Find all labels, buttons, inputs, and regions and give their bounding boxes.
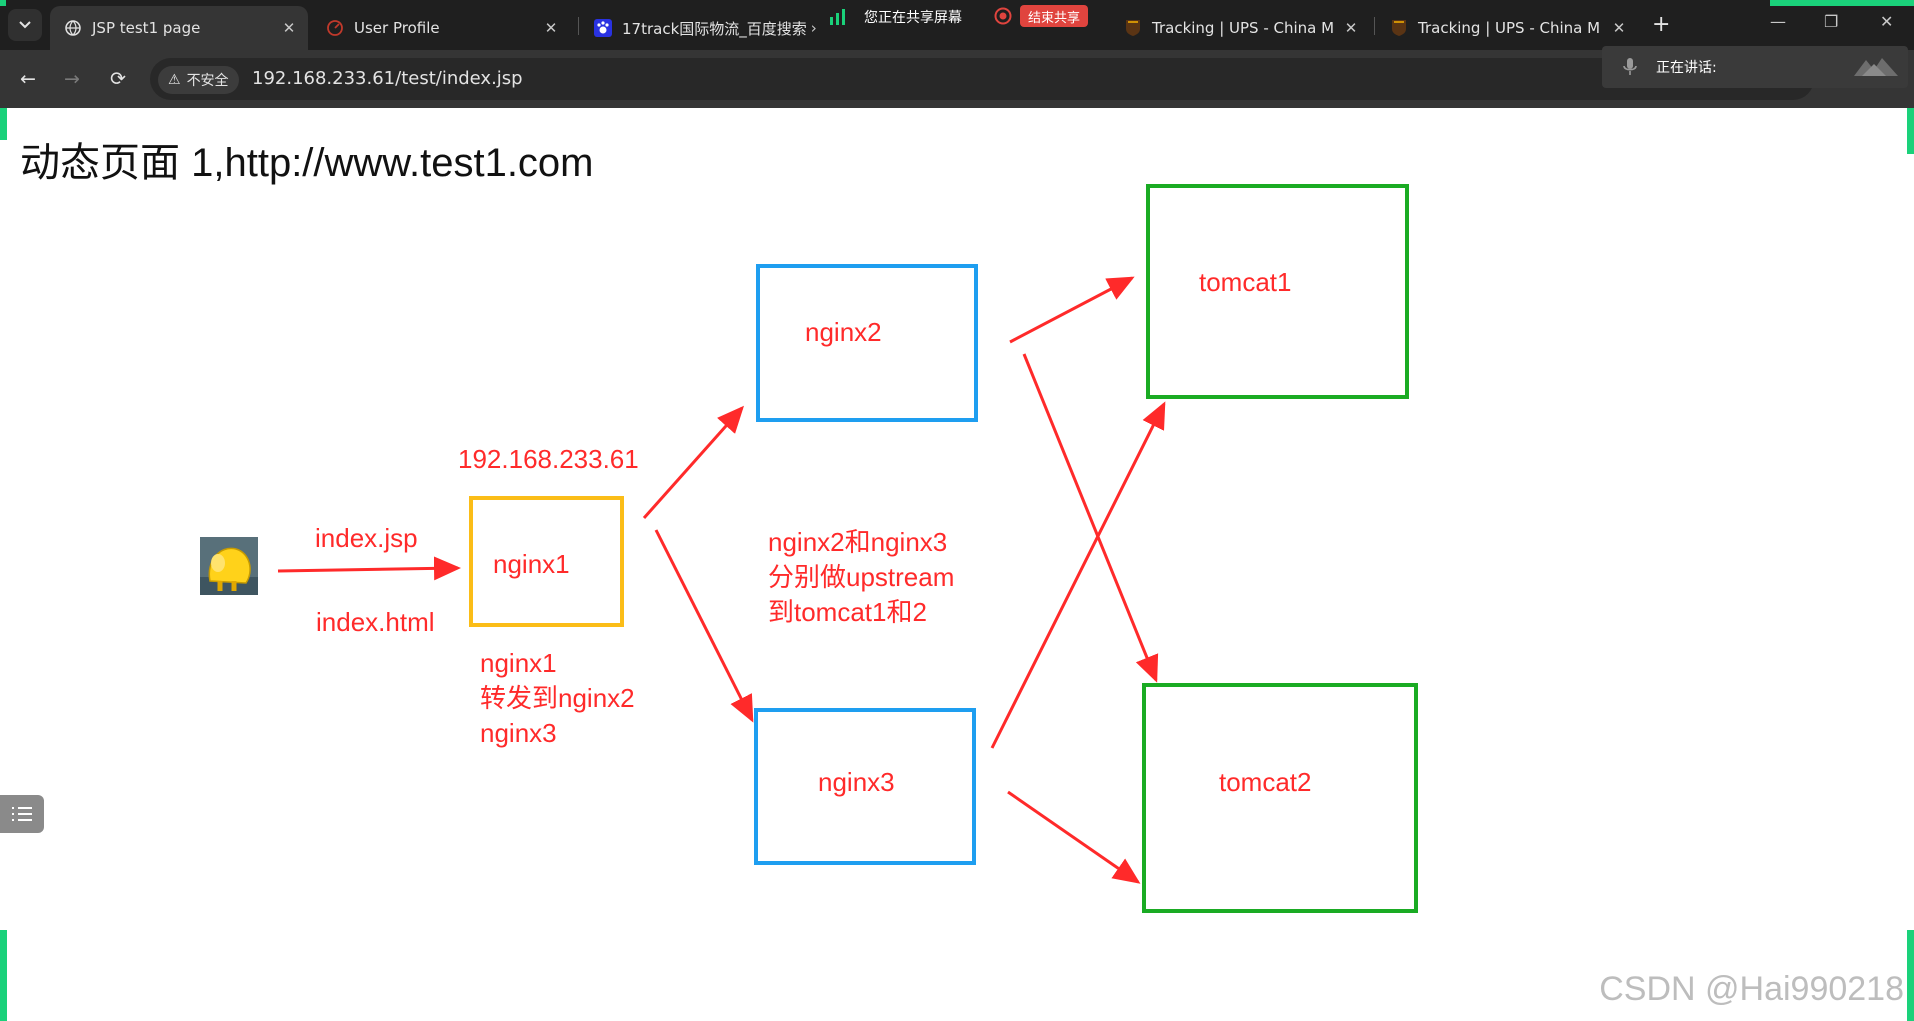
list-icon <box>12 807 32 821</box>
node-tomcat1-label: tomcat1 <box>1199 267 1292 297</box>
arrow-nginx2-to-tomcat2 <box>1022 353 1159 683</box>
record-icon <box>994 7 1012 25</box>
address-bar[interactable] <box>150 58 1814 100</box>
tab-label: 17track国际物流_百度搜索 <box>622 19 807 38</box>
node-tomcat2 <box>1142 683 1418 913</box>
profile-gauge-icon <box>326 19 344 37</box>
close-window-icon[interactable]: ✕ <box>1880 12 1894 31</box>
share-status-text: 您正在共享屏幕 <box>864 10 962 26</box>
baidu-paw-icon <box>594 19 612 37</box>
arrow-client-to-nginx1 <box>277 556 461 581</box>
tab-jsp-test1[interactable]: JSP test1 page ✕ <box>50 6 308 50</box>
node-tomcat1 <box>1146 184 1409 399</box>
minimize-icon[interactable]: — <box>1770 12 1786 31</box>
page-heading: 动态页面 1,http://www.test1.com <box>20 141 594 185</box>
note-upstream-line-3: 到tomcat1和2 <box>768 597 927 627</box>
note-forward-line-2: 转发到nginx2 <box>480 683 635 713</box>
watermark: CSDN @Hai990218 <box>1599 970 1904 1008</box>
tab-separator <box>1374 17 1375 35</box>
forward-button[interactable]: → <box>64 68 80 90</box>
url-text[interactable]: 192.168.233.61/test/index.jsp <box>252 68 523 89</box>
node-nginx3-label: nginx3 <box>818 767 895 797</box>
arrow-nginx1-to-nginx2 <box>642 405 744 519</box>
tab-baidu-search[interactable]: 17track国际物流_百度搜索 › <box>580 6 820 50</box>
speaking-indicator: 正在讲话: <box>1602 46 1908 88</box>
share-border-left-top <box>0 108 7 140</box>
close-icon[interactable]: ✕ <box>282 19 296 37</box>
tab-label: JSP test1 page <box>92 19 201 37</box>
note-forward-line-1: nginx1 <box>480 648 557 678</box>
globe-icon <box>64 19 82 37</box>
diagram-arrows <box>277 276 1166 884</box>
chevron-down-icon <box>19 21 31 29</box>
arrow-nginx3-to-tomcat2 <box>1007 790 1141 884</box>
request-html-label: index.html <box>316 607 435 637</box>
share-border-right-bottom <box>1907 930 1914 1021</box>
new-tab-button[interactable]: + <box>1652 12 1671 37</box>
share-border-left-bottom <box>0 930 7 1021</box>
security-label: 不安全 <box>186 73 229 89</box>
speaking-label: 正在讲话: <box>1656 60 1717 76</box>
tab-search-button[interactable] <box>8 9 42 41</box>
arrow-nginx3-to-tomcat1 <box>990 401 1166 749</box>
tab-ups-tracking-2[interactable]: Tracking | UPS - China M ✕ <box>1376 6 1638 50</box>
tab-user-profile[interactable]: User Profile ✕ <box>312 6 570 50</box>
node-nginx1 <box>469 496 624 627</box>
share-border-right <box>1770 0 1914 6</box>
note-upstream-line-1: nginx2和nginx3 <box>768 527 948 557</box>
tab-label: User Profile <box>354 19 440 37</box>
stop-sharing-button[interactable]: 结束共享 <box>1020 5 1089 27</box>
client-avatar <box>200 537 258 595</box>
share-border-left <box>0 0 6 6</box>
arrow-nginx1-to-nginx3 <box>654 529 754 723</box>
screen-share-indicator: 您正在共享屏幕 <box>828 4 962 30</box>
close-icon[interactable]: ✕ <box>1344 19 1358 37</box>
note-upstream-line-2: 分别做upstream <box>768 562 955 592</box>
arrow-nginx2-to-tomcat1 <box>1009 276 1135 344</box>
tab-ups-tracking-1[interactable]: Tracking | UPS - China M ✕ <box>1110 6 1370 50</box>
client-user-icon <box>200 547 258 595</box>
tab-strip: JSP test1 page ✕ User Profile ✕ 17track国… <box>0 0 1914 50</box>
ups-logo-icon <box>1390 19 1408 37</box>
close-icon[interactable]: ✕ <box>1612 19 1626 37</box>
node-nginx1-label: nginx1 <box>493 549 570 579</box>
node-nginx3 <box>754 708 976 865</box>
share-border-right-top <box>1907 108 1914 154</box>
node-tomcat2-label: tomcat2 <box>1219 767 1312 797</box>
request-jsp-label: index.jsp <box>315 523 418 553</box>
ip-label: 192.168.233.61 <box>458 444 639 474</box>
note-forward-line-3: nginx3 <box>480 718 557 748</box>
close-icon[interactable]: ✕ <box>544 19 558 37</box>
node-nginx2-label: nginx2 <box>805 317 882 347</box>
back-button[interactable]: ← <box>20 68 36 90</box>
chevron-right-icon: › <box>810 19 817 37</box>
outline-menu-button[interactable] <box>0 795 44 833</box>
node-nginx2 <box>756 264 978 422</box>
security-chip[interactable]: ⚠ 不安全 <box>158 66 239 94</box>
reload-button[interactable]: ⟳ <box>110 68 126 90</box>
restore-icon[interactable]: ❐ <box>1824 12 1839 31</box>
meeting-logo-icon <box>1854 58 1898 76</box>
warning-icon: ⚠ <box>168 72 181 88</box>
microphone-icon <box>1618 57 1642 77</box>
ups-logo-icon <box>1124 19 1142 37</box>
tab-label: Tracking | UPS - China M <box>1418 19 1601 37</box>
bar-chart-icon <box>830 9 845 25</box>
tab-separator <box>578 17 579 35</box>
tab-label: Tracking | UPS - China M <box>1152 19 1335 37</box>
